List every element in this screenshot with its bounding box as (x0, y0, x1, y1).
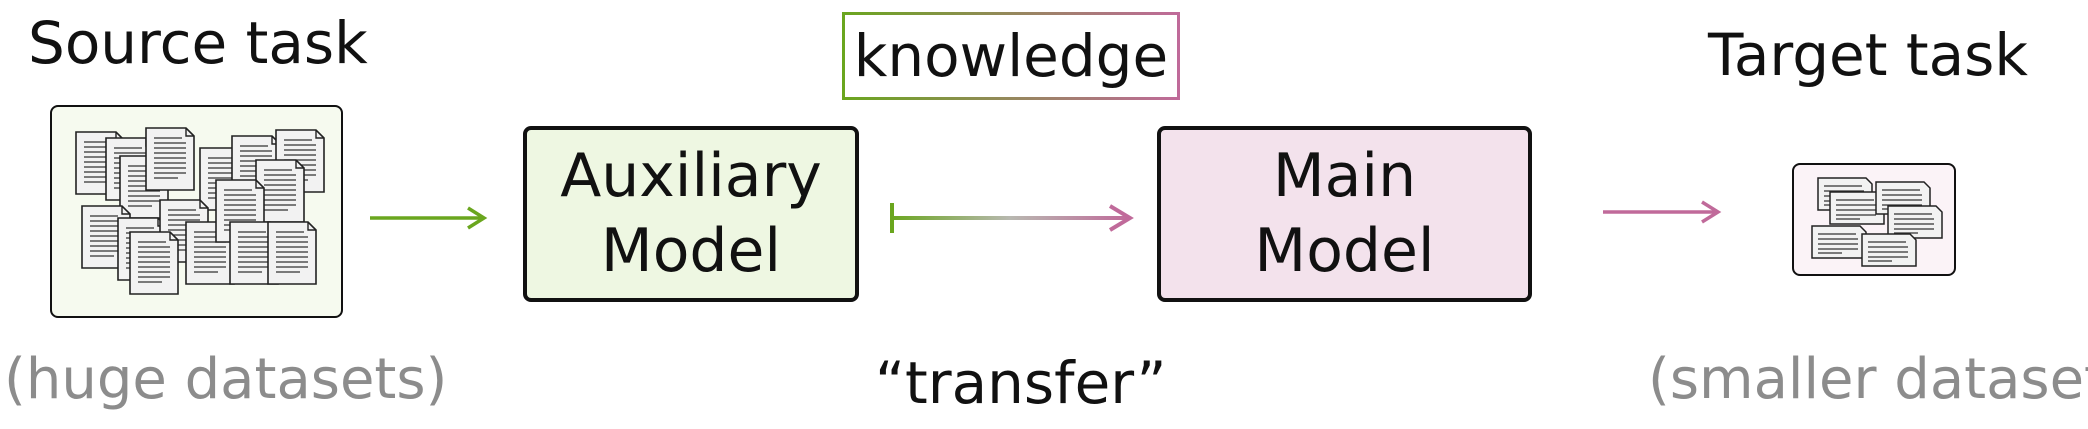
source-caption: (huge datasets) (4, 347, 448, 412)
main-model-label-line1: Main (1272, 141, 1417, 211)
target-documents-icon (1811, 177, 1943, 267)
source-documents-icon (75, 127, 325, 295)
auxiliary-model-label-line2: Model (600, 216, 782, 286)
main-model-label-line2: Model (1254, 216, 1435, 286)
main-to-target-arrow (1603, 200, 1722, 224)
auxiliary-model-label-line1: Auxiliary (560, 141, 822, 211)
target-caption: (smaller dataset) (1648, 347, 2088, 412)
transfer-arrow (890, 203, 1134, 233)
transfer-label: “transfer” (875, 349, 1167, 417)
knowledge-label: knowledge (853, 22, 1169, 90)
target-task-title: Target task (1708, 21, 2028, 89)
knowledge-box: knowledge (842, 12, 1180, 100)
source-task-title: Source task (28, 9, 368, 77)
source-to-auxiliary-arrow (370, 206, 488, 230)
auxiliary-model-box: Auxiliary Model (523, 126, 859, 302)
main-model-box: Main Model (1157, 126, 1532, 302)
